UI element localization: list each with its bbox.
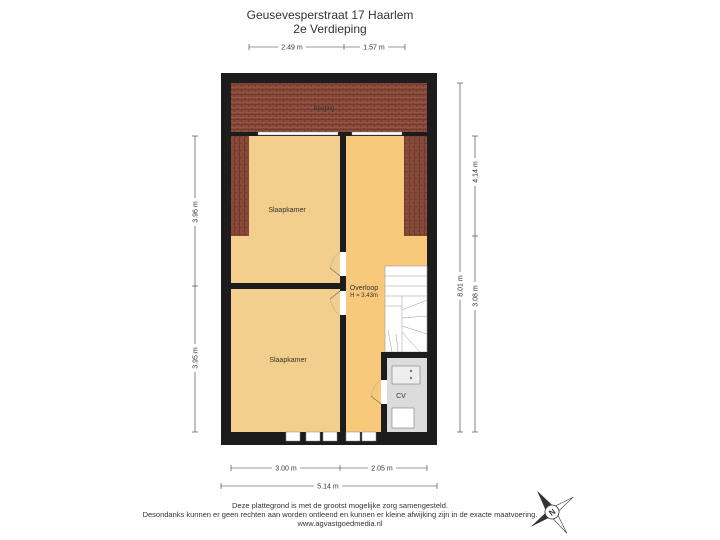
dim-right-lower: 3.08 m (473, 285, 480, 307)
window-bottom-2 (305, 431, 321, 442)
dim-bottom-left: 3.00 m (275, 466, 297, 473)
dim-left: 3.96 m 3.95 m (190, 135, 200, 433)
roof-slope-right (404, 136, 427, 236)
room-slaapkamer-top-label: Slaapkamer (268, 207, 306, 214)
window-bottom-4 (345, 431, 361, 442)
door-top-bedroom (329, 251, 346, 277)
dim-top-left: 2.49 m (281, 45, 303, 52)
dim-left-upper: 3.96 m (193, 201, 200, 223)
room-overloop (346, 136, 427, 432)
address-title: Geusevesperstraat 17 Haarlem (246, 8, 414, 22)
dim-bottom-right: 2.05 m (371, 466, 393, 473)
room-slaapkamer-bottom-label: Slaapkamer (269, 357, 307, 364)
door-cv (370, 379, 387, 405)
disclaimer-line1: Deze plattegrond is met de grootst mogel… (232, 501, 448, 510)
room-overloop-label: Overloop (350, 285, 379, 292)
dim-bottom-total: 5.14 m (317, 484, 339, 491)
room-slaapkamer-bottom (231, 289, 340, 432)
compass-label: N (547, 507, 557, 518)
compass-icon: N (530, 490, 574, 534)
dim-bottom: 3.00 m 2.05 m 5.14 m (220, 463, 438, 491)
window-bottom-3 (322, 431, 338, 442)
roof-slope-left (231, 136, 249, 236)
room-cv-label: CV (396, 393, 406, 400)
dim-right-total: 8.01 m (458, 275, 465, 297)
dim-left-lower: 3.95 m (193, 347, 200, 369)
disclaimer-website: www.agvastgoedmedia.nl (297, 519, 383, 528)
dim-right-upper: 4.14 m (473, 161, 480, 183)
dim-right: 8.01 m 4.14 m 3.08 m (455, 82, 480, 433)
berging-roof (231, 83, 427, 133)
roof-window-1 (257, 131, 339, 136)
door-bottom-bedroom (329, 290, 346, 316)
disclaimer-line2: Desondanks kunnen er geen rechten aan wo… (142, 510, 538, 519)
room-slaapkamer-top (231, 136, 340, 283)
room-overloop-height: H = 3.43m (350, 293, 378, 299)
window-bottom-5 (361, 431, 377, 442)
sink (391, 365, 421, 385)
dim-top-right: 1.57 m (363, 45, 385, 52)
room-berging-label: Berging (314, 106, 335, 112)
floor-title: 2e Verdieping (293, 22, 367, 36)
staircase (384, 265, 428, 353)
window-bottom-1 (285, 431, 301, 442)
dim-top: 2.49 m 1.57 m (248, 42, 406, 52)
cv-unit (391, 407, 415, 429)
roof-window-2 (351, 131, 403, 136)
